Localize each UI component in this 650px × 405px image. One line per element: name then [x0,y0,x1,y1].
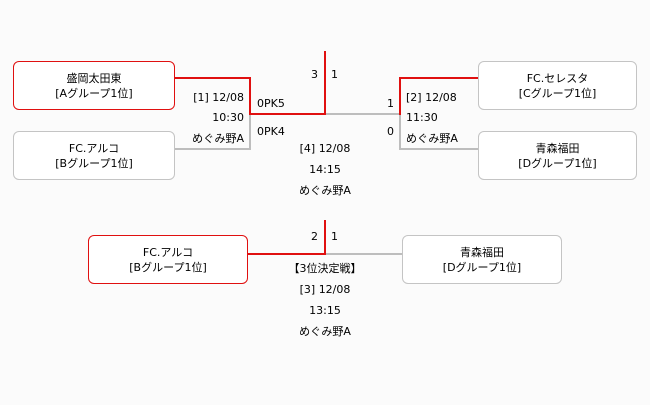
third-place-title: 【3位決定戦】 [288,262,362,275]
match-venue: めぐみ野A [299,184,351,197]
third-score-left: 2 [311,230,318,243]
bracket-line-final-right [326,113,401,115]
match-venue: めぐみ野A [192,132,244,145]
team-name: 青森福田 [535,141,580,155]
team-name: FC.セレスタ [526,71,589,85]
bracket-line-winner [399,77,478,79]
match-score: 0 [387,125,394,138]
match-time: 11:30 [406,111,438,124]
team-name: 青森福田 [460,245,504,259]
bracket-line-loser [326,253,402,255]
final-score-left: 3 [311,68,318,81]
bracket-line-winner [324,220,326,255]
team-box-morioka-ota-higashi[interactable]: 盛岡太田東 [Aグループ1位] [13,61,175,110]
bracket-line-winner [249,113,325,115]
bracket-line-winner [324,51,326,115]
match-label: [1] 12/08 [193,91,244,104]
team-group: [Dグループ1位] [518,156,597,170]
match-time: 10:30 [212,111,244,124]
pk-score: 0PK4 [257,125,285,138]
team-name: FC.アルコ [142,245,194,259]
match-label: [3] 12/08 [299,283,351,296]
bracket-line-loser [175,148,251,150]
team-group: [Cグループ1位] [518,86,597,100]
final-score-right: 1 [331,68,338,81]
bracket-line-loser [399,115,401,150]
bracket-line-loser [249,115,251,150]
match-time: 13:15 [309,304,341,317]
bracket-line-winner [249,77,251,115]
team-group: [Aグループ1位] [55,86,133,100]
match-time: 14:15 [309,163,341,176]
bracket-line-winner [399,77,401,115]
team-box-aomori-fukuda-third[interactable]: 青森福田 [Dグループ1位] [402,235,562,284]
bracket-line-loser [399,148,478,150]
team-name: 盛岡太田東 [66,71,122,85]
team-group: [Dグループ1位] [442,260,522,274]
bracket-line-winner [175,77,251,79]
match-label: [2] 12/08 [406,91,457,104]
team-box-fc-arco[interactable]: FC.アルコ [Bグループ1位] [13,131,175,180]
bracket-line-winner [248,253,326,255]
match-venue: めぐみ野A [299,325,351,338]
match-venue: めぐみ野A [406,132,458,145]
team-box-fc-arco-third[interactable]: FC.アルコ [Bグループ1位] [88,235,248,284]
team-box-aomori-fukuda[interactable]: 青森福田 [Dグループ1位] [478,131,637,180]
team-name: FC.アルコ [68,141,120,155]
third-score-right: 1 [331,230,338,243]
team-group: [Bグループ1位] [129,260,207,274]
match-label: [4] 12/08 [299,142,351,155]
match-score: 1 [387,97,394,110]
team-group: [Bグループ1位] [55,156,133,170]
pk-score: 0PK5 [257,97,285,110]
team-box-fc-celesta[interactable]: FC.セレスタ [Cグループ1位] [478,61,637,110]
